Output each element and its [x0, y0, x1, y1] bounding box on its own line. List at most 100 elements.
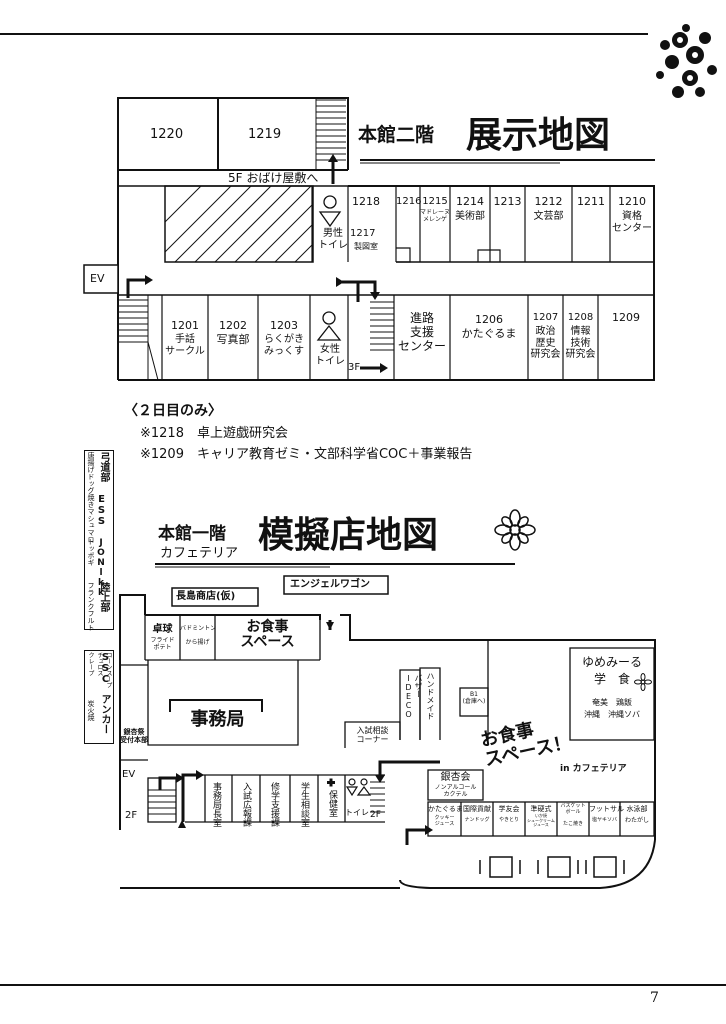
in-cafeteria-label: in カフェテリア	[560, 764, 627, 774]
stall-4-item: たこ焼き	[562, 821, 583, 827]
stall-3-item: いか焼 シュークリーム ジュース	[527, 813, 555, 828]
floor2-title-main: 展示地図	[466, 115, 611, 156]
floor1-title-main: 模擬店地図	[258, 515, 439, 556]
office-jimukyokucho: 事務局長室	[211, 782, 221, 827]
ginkgo-kai-label: 銀杏会	[440, 772, 471, 783]
floor1-title-sub: カフェテリア	[160, 546, 239, 561]
room-1201: 1201	[171, 319, 199, 332]
room-1202: 1202	[219, 319, 247, 332]
stairs-2f-left: 2F	[125, 810, 138, 821]
side-tags-group-1	[84, 450, 114, 630]
side-tag-anchor-sub: 炭火焼	[87, 700, 95, 721]
stall-0-name: かたぐるま	[428, 805, 463, 813]
side-tag-rikujo-sub: フランクフルト	[87, 582, 95, 631]
stall-3-name: 準硬式	[530, 805, 552, 813]
stairs-2f-right: 2F	[370, 810, 381, 820]
obake-label: 5F おばけ屋敷へ	[228, 171, 319, 185]
room-1218: 1218	[352, 195, 380, 208]
room-1215-sub: マドレーヌ メレンゲ	[420, 209, 451, 223]
side-tag-ssc: SSC	[100, 652, 111, 685]
room-1212-sub: 文芸部	[533, 211, 564, 222]
badminton-label: バドミントン	[180, 625, 217, 632]
floor1-ev-label: EV	[122, 769, 136, 780]
stall-2-item: やきとり	[498, 817, 519, 823]
nyushi-soudan-label: 入試相談 コーナー	[356, 726, 389, 745]
side-tags-group-2	[84, 650, 114, 744]
stall-6-item: わたがし	[624, 817, 649, 824]
mens-toilet-icon	[318, 195, 342, 228]
men-toilet-label: 男性 トイレ	[318, 228, 348, 251]
side-tag-jonlkk: JONlkk	[96, 538, 106, 598]
floor1-toilet-icon	[345, 778, 372, 797]
stall-0-item: クッキー ジュース	[434, 815, 455, 827]
office-nyushi-kouhou: 入試広報課	[241, 782, 251, 827]
side-tag-kyudo: 弓道部	[98, 452, 109, 482]
takkyu-sub: フライド ポテト	[150, 637, 175, 651]
bottom-rule	[0, 984, 726, 986]
office-toilet: トイレ	[345, 808, 369, 817]
handmade-label: ハンドメイド	[426, 672, 435, 720]
room-1203-sub: らくがき みっくす	[264, 334, 304, 357]
stall-5-item: 塩ヤキソバ	[591, 817, 617, 823]
b1-label: B1 (倉庫へ)	[462, 691, 486, 705]
side-tag-ess: ESS	[96, 494, 107, 527]
room-1217: 1217	[350, 228, 376, 239]
floor1-title-prefix: 本館一階	[158, 524, 226, 544]
side-tag-rikujo: 陸上部	[98, 582, 109, 612]
stall-1-name: 国際貢献	[463, 805, 491, 813]
office-hoken: 保健室	[327, 790, 337, 817]
room-1211: 1211	[577, 195, 605, 208]
side-tag-anchor: アンカー	[99, 694, 110, 734]
womens-toilet-icon	[316, 311, 342, 341]
office-shugaku-shien: 修学支援課	[269, 782, 279, 827]
stall-4-name: バスケット ボール	[560, 803, 586, 815]
top-rule	[0, 33, 648, 35]
notes-line-1: ※1218 卓上遊戯研究会	[140, 426, 288, 441]
women-toilet-label: 女性 トイレ	[315, 344, 345, 367]
office-gakusei-soudan: 学生相談室	[299, 782, 309, 827]
angel-wagon-label: エンジェルワゴン	[290, 579, 370, 590]
amami-label: 奄美 鶏飯 沖縄 沖縄ソバ	[584, 698, 640, 719]
room-1210: 1210	[618, 195, 646, 208]
notes-heading: 〈２日目のみ〉	[124, 403, 222, 419]
stall-1-item: ナンドッグ	[464, 817, 490, 823]
room-1220: 1220	[150, 127, 184, 142]
room-1206-sub: かたぐるま	[461, 327, 517, 340]
room-1201-sub: 手話 サークル	[165, 334, 205, 357]
jimukyoku-label: 事務局	[190, 709, 245, 730]
stall-5-name: フットサル	[589, 805, 624, 813]
room-1202-sub: 写真部	[216, 333, 250, 346]
side-tag-ess-sub: 焼きマシュマロ	[87, 494, 95, 543]
room-1213: 1213	[493, 195, 522, 208]
room-1203: 1203	[270, 319, 298, 332]
stairs-3f-label: 3F	[348, 362, 361, 373]
side-tag-jonlkk-sub: トッポギ	[87, 538, 95, 566]
flower-icon	[494, 509, 536, 551]
takkyu-label: 卓球	[152, 624, 173, 635]
side-tag-ssc-sub: コーンスープ チュロス クレープ	[87, 652, 112, 688]
small-flower-icon	[634, 673, 652, 691]
oshokuji-space-top: お食事 スペース	[240, 619, 295, 651]
room-1214-sub: 美術部	[455, 211, 485, 222]
notes-line-2: ※1209 キャリア教育ゼミ・文部科学省COC＋事業報告	[140, 447, 473, 462]
badminton-sub: から揚げ	[185, 639, 210, 646]
room-1206: 1206	[475, 313, 503, 326]
stall-2-name: 学友会	[498, 805, 520, 813]
room-1212: 1212	[534, 195, 563, 208]
floor2-title-prefix: 本館二階	[358, 124, 435, 146]
room-1216: 1216	[396, 196, 422, 207]
floor2-ev-label: EV	[90, 272, 105, 285]
room-1219: 1219	[248, 127, 282, 142]
room-1217-sub: 製図室	[354, 242, 378, 251]
room-1208: 1208	[567, 312, 594, 323]
room-1207-sub: 政治 歴史 研究会	[530, 326, 561, 360]
nagashima-label: 長島商店(仮)	[176, 591, 236, 602]
stall-6-name: 水泳部	[626, 805, 648, 813]
room-1210-sub: 資格 センター	[612, 211, 652, 234]
bazaar-label: バザー IDECO	[404, 674, 423, 719]
room-shinro: 進路 支援 センター	[397, 311, 446, 353]
yumemi-label: ゆめみーる 学 食	[581, 655, 642, 686]
